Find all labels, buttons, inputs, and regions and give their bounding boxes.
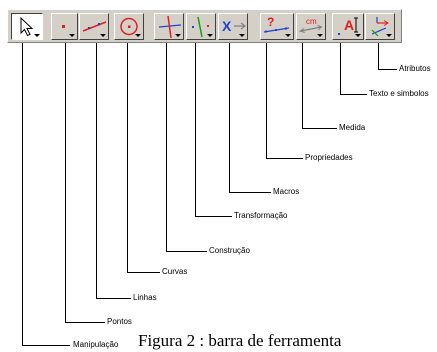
tool-macros-button[interactable]: X xyxy=(218,13,248,40)
chevron-down-icon xyxy=(175,34,181,37)
label-construcao: Construção xyxy=(209,246,250,255)
tool-manipulation-button[interactable] xyxy=(11,13,43,40)
chevron-down-icon xyxy=(69,34,75,37)
tool-construction-button[interactable] xyxy=(154,13,184,40)
chevron-down-icon xyxy=(135,34,141,37)
svg-text:A: A xyxy=(344,17,354,33)
label-transformacao: Transformação xyxy=(234,211,288,220)
label-pontos: Pontos xyxy=(107,317,132,326)
tool-points-button[interactable] xyxy=(51,13,78,40)
transformation-icon xyxy=(192,16,209,38)
label-atributos: Atributos xyxy=(399,64,431,73)
pointer-arrow-icon xyxy=(20,16,34,37)
chevron-down-icon xyxy=(207,34,213,37)
circle-icon xyxy=(120,17,138,36)
tool-transformation-button[interactable] xyxy=(186,13,216,40)
svg-text:?: ? xyxy=(267,15,274,29)
point-icon xyxy=(62,25,65,28)
properties-icon: ? xyxy=(263,15,290,33)
chevron-down-icon xyxy=(100,34,106,37)
tool-attributes-button[interactable] xyxy=(365,13,395,40)
measure-icon: cm xyxy=(298,17,323,33)
tool-text-symbols-button[interactable]: A xyxy=(332,13,364,40)
svg-text:X: X xyxy=(222,18,232,34)
label-manipulacao: Manipulação xyxy=(73,340,119,349)
label-linhas: Linhas xyxy=(133,293,157,302)
figure-caption: Figura 2 : barra de ferramenta xyxy=(138,331,342,350)
construction-icon xyxy=(158,15,182,39)
chevron-down-icon xyxy=(285,34,291,37)
label-medida: Medida xyxy=(339,123,366,132)
tool-lines-button[interactable] xyxy=(79,13,109,40)
chevron-down-icon xyxy=(386,34,392,37)
label-texto-simbolos: Texto e simbolos xyxy=(369,89,429,98)
tool-measure-button[interactable]: cm xyxy=(296,13,326,40)
label-curvas: Curvas xyxy=(162,267,188,276)
attributes-icon xyxy=(371,17,389,37)
tool-properties-button[interactable]: ? xyxy=(260,13,294,40)
macro-icon: X xyxy=(222,18,246,34)
chevron-down-icon xyxy=(317,34,323,37)
chevron-down-icon xyxy=(34,34,40,37)
tool-curves-button[interactable] xyxy=(114,13,144,40)
label-propriedades: Propriedades xyxy=(305,153,353,162)
text-symbols-icon: A xyxy=(338,17,358,35)
geometry-toolbar: X ? cm A xyxy=(7,9,402,43)
svg-text:cm: cm xyxy=(306,17,317,26)
label-macros: Macros xyxy=(273,187,300,196)
chevron-down-icon xyxy=(239,34,245,37)
line-icon xyxy=(82,21,107,32)
chevron-down-icon xyxy=(355,34,361,37)
